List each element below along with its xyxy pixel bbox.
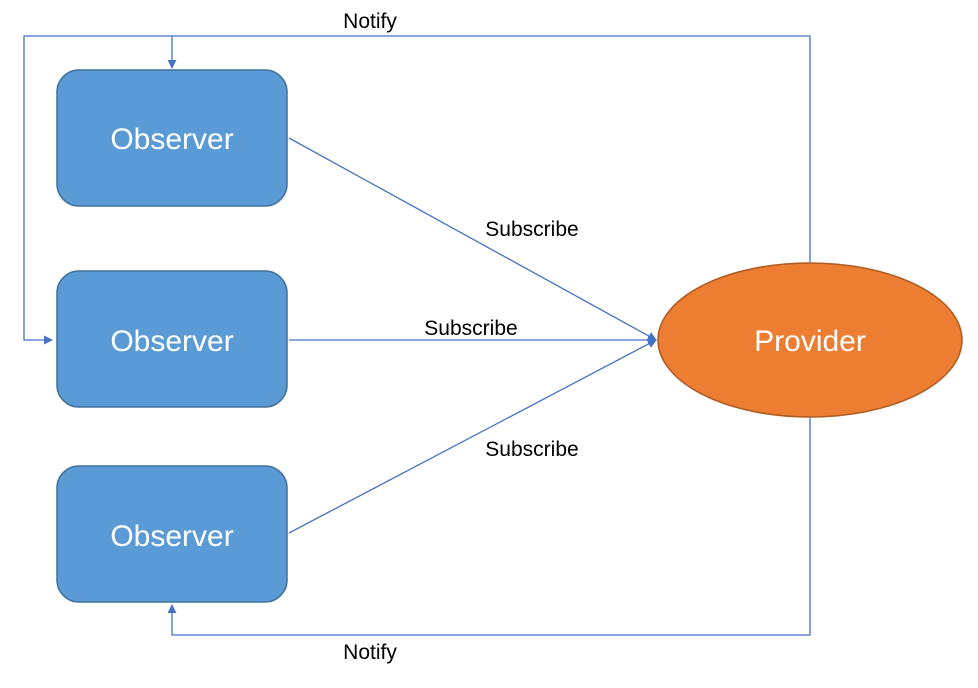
- subscribe-middle-label: Subscribe: [424, 317, 517, 340]
- observer-node-top-label: Observer: [110, 123, 233, 156]
- notify-bottom-label: Notify: [343, 641, 397, 664]
- subscribe-top-label: Subscribe: [485, 218, 578, 241]
- provider-node-shape: [657, 262, 963, 418]
- observer-node-middle-shape: [56, 270, 288, 408]
- notify-bottom-connector: [167, 418, 811, 636]
- observer-node-bottom-shape: [56, 465, 288, 603]
- observer-node-middle-label: Observer: [110, 325, 233, 358]
- observer-node-bottom: Observer: [56, 465, 288, 603]
- observer-node-top-shape: [56, 69, 288, 207]
- observer-node-top: Observer: [56, 69, 288, 207]
- provider-node-label: Provider: [754, 325, 866, 358]
- subscribe-bottom-label: Subscribe: [485, 438, 578, 461]
- subscribe-top-connector: [288, 137, 657, 341]
- provider-node: Provider: [657, 262, 963, 418]
- observer-node-middle: Observer: [56, 270, 288, 408]
- observer-node-bottom-label: Observer: [110, 520, 233, 553]
- subscribe-bottom-connector: [288, 339, 657, 534]
- notify-top-path-to-middle-observer: [23, 35, 811, 345]
- notify-top-connector: [23, 35, 811, 345]
- notify-top-label: Notify: [343, 10, 397, 33]
